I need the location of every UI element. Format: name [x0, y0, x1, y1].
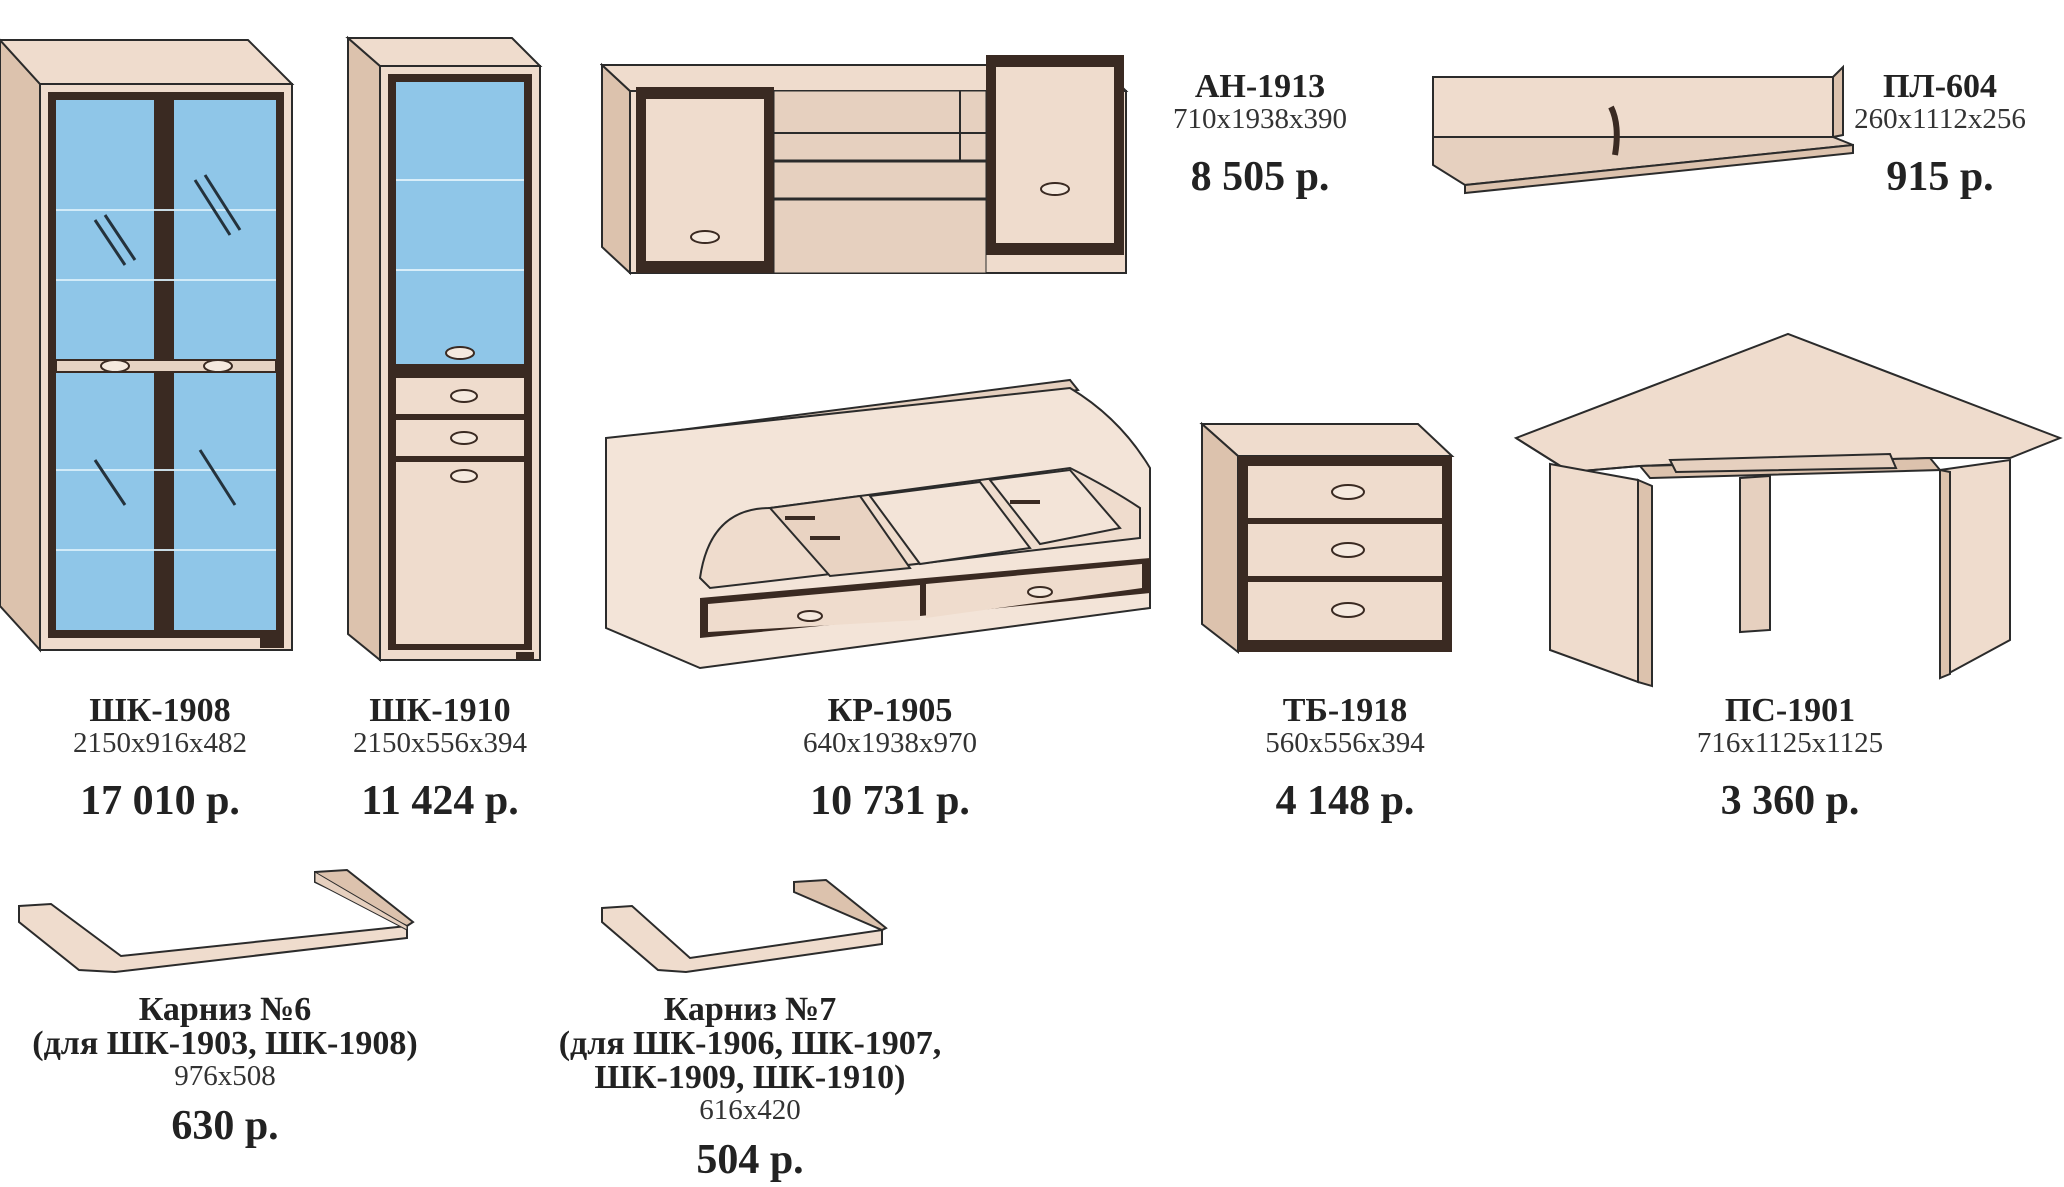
caption-pl-604: ПЛ-604 260x1112x256 915 р.	[1820, 68, 2060, 200]
item-code: ТБ-1918	[1282, 692, 1408, 729]
caption-cornice-6: Карниз №6 (для ШК-1903, ШК-1908) 976x508…	[0, 991, 450, 1149]
item-dimensions: 710x1938x390	[1173, 103, 1347, 135]
item-price: 3 360 р.	[1720, 778, 1860, 824]
item-price: 915 р.	[1886, 154, 1994, 200]
corner-desk-ps-1901-image	[1513, 332, 2063, 688]
caption-shk-1908: ШК-1908 2150x916x482 17 010 р.	[40, 692, 280, 824]
caption-cornice-7: Карниз №7 (для ШК-1906, ШК-1907, ШК-1909…	[525, 991, 975, 1183]
cabinet-shk-1908-image	[0, 38, 295, 653]
caption-tb-1918: ТБ-1918 560x556x394 4 148 р.	[1225, 692, 1465, 824]
item-dimensions: 640x1938x970	[803, 727, 977, 759]
item-dimensions: 2150x556x394	[353, 727, 527, 759]
caption-an-1913: АН-1913 710x1938x390 8 505 р.	[1140, 68, 1380, 200]
item-price: 504 р.	[696, 1137, 804, 1183]
item-price: 630 р.	[171, 1103, 279, 1149]
item-code: КР-1905	[827, 692, 953, 729]
cornice-title: Карниз №7	[663, 991, 837, 1028]
item-dimensions: 2150x916x482	[73, 727, 247, 759]
nightstand-tb-1918-image	[1199, 421, 1455, 655]
item-dimensions: 260x1112x256	[1854, 103, 2026, 135]
cornice-title: Карниз №6	[138, 991, 312, 1028]
item-price: 4 148 р.	[1275, 778, 1415, 824]
item-dimensions: 560x556x394	[1265, 727, 1425, 759]
caption-ps-1901: ПС-1901 716x1125x1125 3 360 р.	[1670, 692, 1910, 824]
item-dimensions: 976x508	[174, 1060, 276, 1092]
wall-unit-an-1913-image	[600, 55, 1129, 276]
caption-kr-1905: КР-1905 640x1938x970 10 731 р.	[770, 692, 1010, 824]
item-code: ШК-1910	[369, 692, 511, 729]
item-price: 11 424 р.	[361, 778, 519, 824]
item-dimensions: 716x1125x1125	[1696, 727, 1884, 759]
item-price: 17 010 р.	[80, 778, 240, 824]
item-code: ШК-1908	[89, 692, 231, 729]
cabinet-shk-1910-image	[345, 35, 543, 663]
cornice-7-image	[601, 878, 888, 974]
cornice-compatibility: (для ШК-1906, ШК-1907,	[558, 1025, 942, 1062]
cornice-compatibility: (для ШК-1903, ШК-1908)	[32, 1025, 418, 1062]
item-price: 8 505 р.	[1190, 154, 1330, 200]
item-dimensions: 616x420	[699, 1094, 801, 1126]
item-code: АН-1913	[1194, 68, 1326, 105]
item-code: ПЛ-604	[1882, 68, 1998, 105]
cornice-compatibility: ШК-1909, ШК-1910)	[594, 1059, 906, 1096]
shelf-pl-604-image	[1432, 64, 1854, 195]
item-price: 10 731 р.	[810, 778, 970, 824]
item-code: ПС-1901	[1724, 692, 1856, 729]
cornice-6-image	[18, 868, 415, 974]
bed-kr-1905-image	[605, 378, 1151, 670]
caption-shk-1910: ШК-1910 2150x556x394 11 424 р.	[320, 692, 560, 824]
